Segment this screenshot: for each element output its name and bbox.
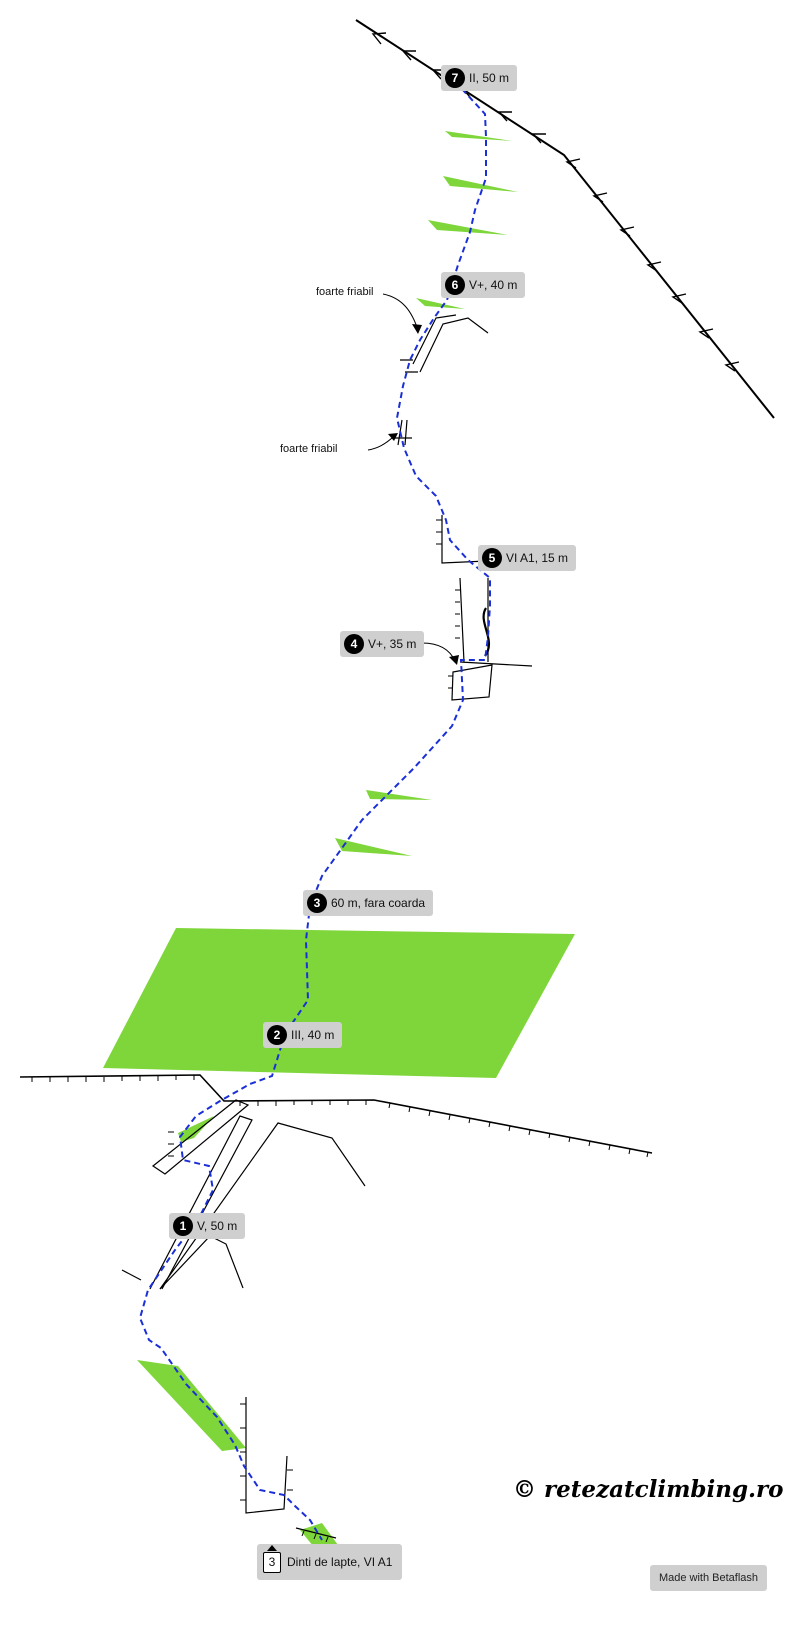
vegetation-ledge-large	[103, 928, 575, 1078]
pitch-text: VI A1, 15 m	[506, 551, 569, 565]
crack-lower	[149, 1115, 253, 1290]
corner-base	[245, 1397, 288, 1514]
pitch-number: 1	[173, 1216, 193, 1236]
pitch-number: 5	[482, 548, 502, 568]
crack-lower	[151, 1099, 250, 1175]
ridge-arrow-mark	[671, 293, 687, 304]
vegetation-patch	[445, 131, 512, 141]
pitch-text: III, 40 m	[291, 1028, 335, 1042]
vegetation-ramp	[137, 1360, 246, 1451]
roof-base	[295, 1527, 337, 1539]
block	[451, 664, 493, 701]
route-number-box: 3	[263, 1544, 281, 1573]
base-ridge-ticks	[31, 1075, 649, 1158]
rock-features	[121, 314, 533, 1539]
ridge-arrow-mark	[531, 133, 546, 144]
crack-upper	[419, 317, 489, 373]
ridge-arrow-mark	[401, 50, 416, 61]
summit-ridge	[355, 19, 775, 419]
pitch-label-3: 3 60 m, fara coarda	[303, 890, 434, 916]
pitch-text: V, 50 m	[197, 1219, 238, 1233]
crack-upper	[412, 314, 457, 365]
pitch-number: 4	[344, 634, 364, 654]
pitch-label-1: 1 V, 50 m	[169, 1213, 246, 1239]
ridge-arrow-mark	[619, 226, 635, 237]
ridge-lines	[19, 19, 775, 1154]
rock-ticks	[168, 519, 460, 1543]
pitch-number: 3	[307, 893, 327, 913]
pitch-label-6: 6 V+, 40 m	[441, 272, 526, 298]
pitch-label-5: 5 VI A1, 15 m	[478, 545, 577, 571]
ridge-arrow-mark	[371, 32, 387, 45]
ridge-arrows	[371, 32, 740, 372]
pitch-text: II, 50 m	[469, 71, 510, 85]
annotation-friable-upper: foarte friabil	[316, 286, 374, 298]
crack-lower	[159, 1122, 366, 1290]
pitch-text: V+, 40 m	[469, 278, 518, 292]
vegetation-patches	[103, 131, 575, 1552]
copyright-watermark: © retezatclimbing.ro	[513, 1476, 784, 1503]
vegetation-patch	[416, 298, 465, 309]
pitch-text: V+, 35 m	[368, 637, 417, 651]
pitch-text: 60 m, fara coarda	[331, 896, 426, 910]
pitch-label-2: 2 III, 40 m	[263, 1022, 343, 1048]
chimney-line	[459, 577, 533, 667]
pitch-number: 7	[445, 68, 465, 88]
made-with-badge[interactable]: Made with Betaflash	[650, 1565, 767, 1591]
vegetation-patch	[335, 838, 412, 856]
pitch-number: 2	[267, 1025, 287, 1045]
crack-left	[121, 1269, 142, 1281]
crack-lower	[159, 1235, 244, 1290]
base-ridge	[19, 1074, 653, 1154]
route-name: Dinti de lapte, VI A1	[287, 1555, 393, 1569]
annotation-arrows	[367, 293, 456, 662]
route-line	[138, 88, 491, 1541]
vegetation-patch	[178, 1116, 214, 1142]
arrow-pitch4	[421, 642, 456, 662]
route-badge: 3 Dinti de lapte, VI A1	[257, 1544, 403, 1580]
ridge-arrow-mark	[497, 111, 512, 122]
vegetation-patch	[428, 220, 508, 235]
ridge-arrow-mark	[592, 192, 608, 203]
wave-feature	[482, 607, 491, 657]
ridge-arrow-mark	[646, 261, 662, 272]
pitch-label-7: 7 II, 50 m	[441, 65, 518, 91]
ridge-arrow-mark	[724, 361, 740, 372]
arrowheads	[388, 324, 459, 665]
ridge-arrow-mark	[698, 328, 714, 339]
ridge-arrow-mark	[565, 158, 581, 169]
annotation-friable-lower: foarte friabil	[280, 443, 338, 455]
arrow-friable-lower	[367, 435, 395, 451]
pitch-number: 6	[445, 275, 465, 295]
roof-upper	[400, 359, 418, 373]
vegetation-patch	[366, 790, 432, 800]
pitch-label-4: 4 V+, 35 m	[340, 631, 425, 657]
vegetation-patch	[443, 176, 518, 192]
